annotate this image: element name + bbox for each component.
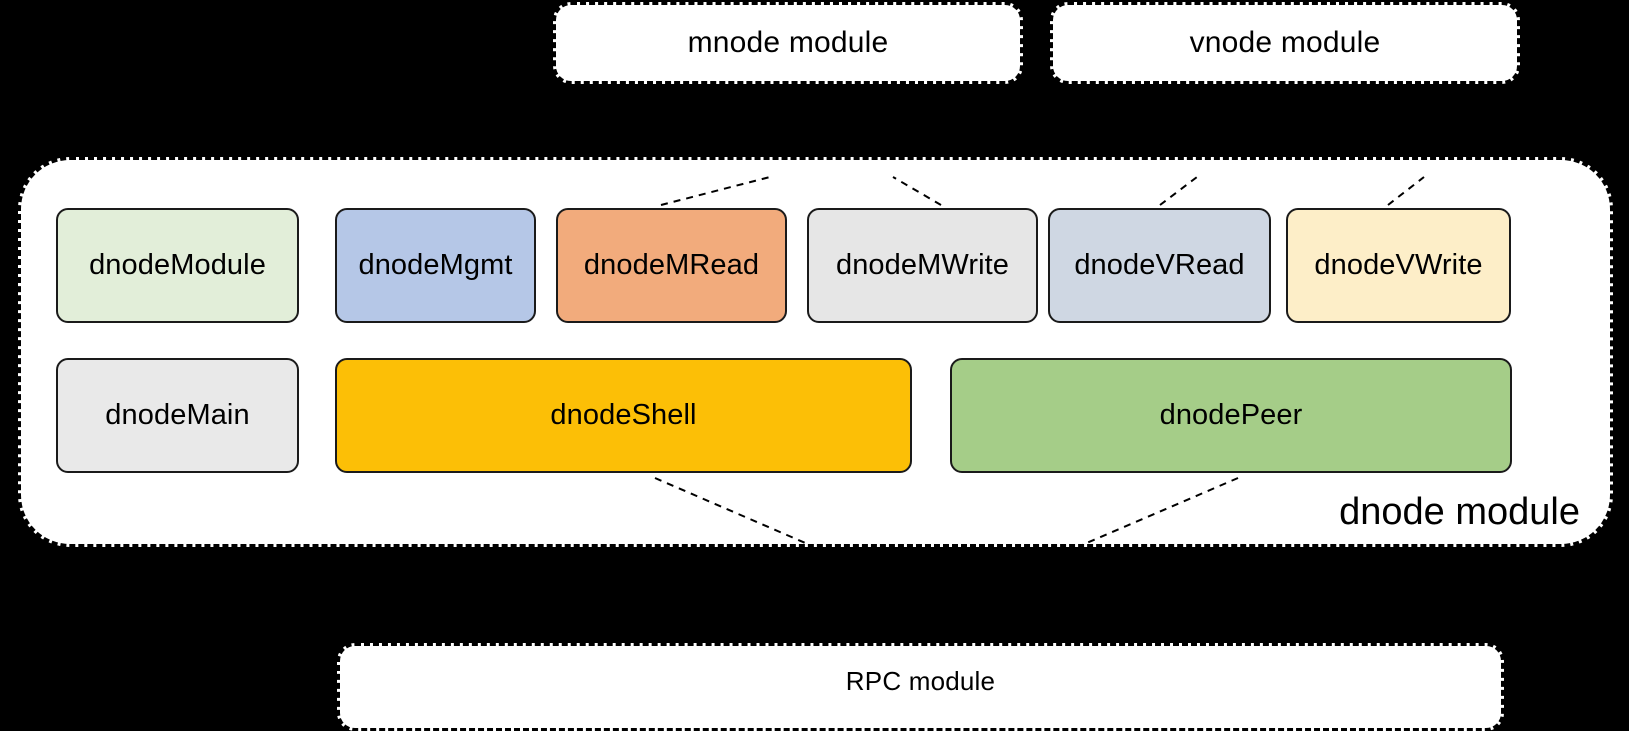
block-dnodeshell[interactable]: dnodeShell: [335, 358, 912, 473]
block-dnodemodule[interactable]: dnodeModule: [56, 208, 299, 323]
dnode-module-label: dnode module: [1339, 491, 1580, 533]
block-dnodemread[interactable]: dnodeMRead: [556, 208, 787, 323]
rpc-module-label: RPC module: [845, 666, 996, 696]
rpc-module-box: RPC module: [337, 643, 1504, 731]
block-label: dnodeMWrite: [835, 249, 1010, 281]
mnode-module-box: mnode module: [553, 2, 1023, 84]
block-label: dnodeModule: [89, 249, 266, 281]
vnode-module-box: vnode module: [1050, 2, 1520, 84]
block-dnodepeer[interactable]: dnodePeer: [950, 358, 1512, 473]
block-dnodemgmt[interactable]: dnodeMgmt: [335, 208, 536, 323]
block-label: dnodeMRead: [583, 249, 760, 281]
block-label: dnodeShell: [550, 399, 697, 431]
block-dnodemain[interactable]: dnodeMain: [56, 358, 299, 473]
block-dnodevread[interactable]: dnodeVRead: [1048, 208, 1271, 323]
block-dnodevwrite[interactable]: dnodeVWrite: [1286, 208, 1511, 323]
block-label: dnodeMain: [105, 399, 250, 431]
block-label: dnodePeer: [1159, 399, 1303, 431]
block-label: dnodeVWrite: [1314, 249, 1483, 281]
block-label: dnodeMgmt: [358, 249, 513, 281]
mnode-module-label: mnode module: [687, 26, 889, 59]
vnode-module-label: vnode module: [1189, 26, 1381, 59]
block-dnodemwrite[interactable]: dnodeMWrite: [807, 208, 1038, 323]
block-label: dnodeVRead: [1074, 249, 1245, 281]
